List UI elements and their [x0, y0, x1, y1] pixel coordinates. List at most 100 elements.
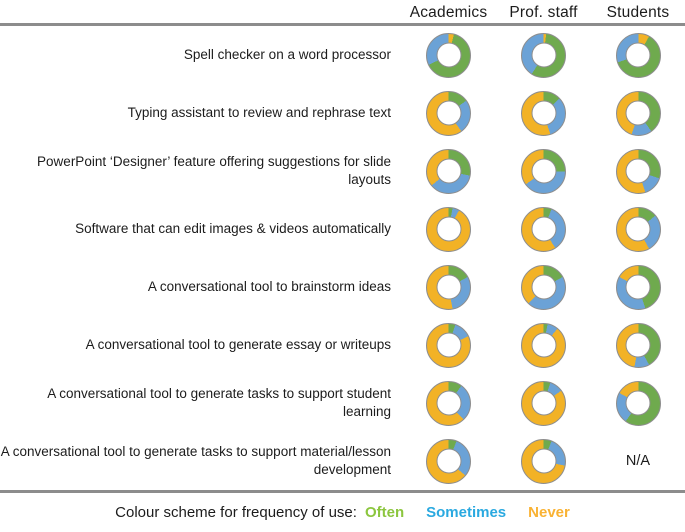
- donut-hole: [625, 274, 651, 300]
- donut-cell: [401, 322, 496, 368]
- donut-chart: [426, 90, 471, 136]
- donut-hole: [531, 216, 556, 242]
- donut-cell: [496, 148, 591, 194]
- donut-chart: [521, 32, 566, 78]
- legend-item-sometimes: Sometimes: [426, 504, 507, 521]
- column-header-prof-staff: Prof. staff: [509, 3, 578, 21]
- donut-hole: [531, 390, 556, 416]
- donut-chart: [615, 380, 661, 426]
- donut-cell: [401, 90, 496, 136]
- column-header-students: Students: [606, 3, 670, 21]
- donut-hole: [625, 42, 651, 68]
- donut-chart: [615, 264, 661, 310]
- donut-cell: [401, 32, 496, 78]
- donut-chart: [521, 206, 566, 252]
- bottom-rule: [0, 490, 685, 493]
- row-label: Software that can edit images & videos a…: [75, 221, 391, 237]
- donut-chart: [426, 438, 471, 484]
- donut-cell: N/A: [591, 453, 685, 469]
- row-label: Typing assistant to review and rephrase …: [127, 105, 391, 121]
- row-label: A conversational tool to generate tasks …: [0, 444, 391, 477]
- donut-cell: [496, 380, 591, 426]
- donut-cell: [496, 438, 591, 484]
- column-header-row: Academics Prof. staff Students: [0, 0, 685, 23]
- legend-item-never: Never: [528, 504, 570, 521]
- donut-cell: [591, 322, 685, 368]
- row-label: A conversational tool to generate tasks …: [47, 386, 391, 419]
- table-row: Spell checker on a word processor: [0, 26, 685, 84]
- donut-hole: [436, 274, 461, 300]
- donut-chart: [615, 206, 661, 252]
- top-rule: [0, 23, 685, 26]
- donut-chart: [521, 264, 566, 310]
- donut-hole: [625, 158, 651, 184]
- donut-chart: [521, 438, 566, 484]
- legend-item-often: Often: [364, 504, 405, 521]
- table-row: PowerPoint ‘Designer’ feature offering s…: [0, 142, 685, 200]
- donut-hole: [625, 100, 651, 126]
- donut-hole: [436, 158, 461, 184]
- donut-hole: [436, 390, 461, 416]
- donut-hole: [625, 216, 651, 242]
- row-label: Spell checker on a word processor: [183, 47, 391, 63]
- donut-chart: [615, 322, 661, 368]
- donut-chart: [521, 148, 566, 194]
- donut-hole: [531, 42, 556, 68]
- legend-prefix: Colour scheme for frequency of use:: [115, 504, 357, 521]
- donut-cell: [401, 380, 496, 426]
- table-row: A conversational tool to generate essay …: [0, 316, 685, 374]
- donut-cell: [591, 148, 685, 194]
- donut-hole: [531, 158, 556, 184]
- donut-cell: [591, 32, 685, 78]
- column-header-academics: Academics: [409, 3, 488, 21]
- donut-cell: [401, 206, 496, 252]
- donut-chart: [521, 90, 566, 136]
- donut-cell: [591, 380, 685, 426]
- donut-cell: [496, 322, 591, 368]
- donut-chart: [426, 32, 471, 78]
- donut-cell: [496, 264, 591, 310]
- donut-hole: [436, 100, 461, 126]
- legend: Colour scheme for frequency of use: Ofte…: [0, 504, 685, 521]
- donut-hole: [531, 448, 556, 474]
- donut-cell: [401, 438, 496, 484]
- donut-hole: [436, 448, 461, 474]
- table-row: Typing assistant to review and rephrase …: [0, 84, 685, 142]
- donut-chart: [426, 206, 471, 252]
- donut-cell: [591, 90, 685, 136]
- donut-hole: [436, 216, 461, 242]
- donut-cell: [496, 206, 591, 252]
- row-label: A conversational tool to generate essay …: [85, 337, 391, 353]
- donut-hole: [436, 332, 461, 358]
- donut-hole: [531, 100, 556, 126]
- donut-cell: [496, 90, 591, 136]
- donut-hole: [625, 390, 651, 416]
- donut-cell: [496, 32, 591, 78]
- donut-chart: [615, 148, 661, 194]
- legend-items: Often Sometimes Never: [365, 504, 570, 521]
- donut-cell: [591, 264, 685, 310]
- donut-chart: [615, 90, 661, 136]
- table-row: A conversational tool to generate tasks …: [0, 374, 685, 432]
- donut-chart: [521, 380, 566, 426]
- row-label: A conversational tool to brainstorm idea…: [147, 279, 391, 295]
- table-row: A conversational tool to brainstorm idea…: [0, 258, 685, 316]
- donut-cell: [401, 264, 496, 310]
- row-label: PowerPoint ‘Designer’ feature offering s…: [37, 154, 391, 187]
- donut-hole: [531, 274, 556, 300]
- donut-chart: [426, 380, 471, 426]
- donut-chart: [426, 264, 471, 310]
- donut-chart: [521, 322, 566, 368]
- donut-chart: [426, 148, 471, 194]
- table-row: A conversational tool to generate tasks …: [0, 432, 685, 490]
- donut-hole: [436, 42, 461, 68]
- na-label: N/A: [625, 453, 651, 469]
- donut-hole: [531, 332, 556, 358]
- donut-hole: [625, 332, 651, 358]
- table-row: Software that can edit images & videos a…: [0, 200, 685, 258]
- donut-cell: [591, 206, 685, 252]
- donut-chart: [426, 322, 471, 368]
- donut-chart: [615, 32, 661, 78]
